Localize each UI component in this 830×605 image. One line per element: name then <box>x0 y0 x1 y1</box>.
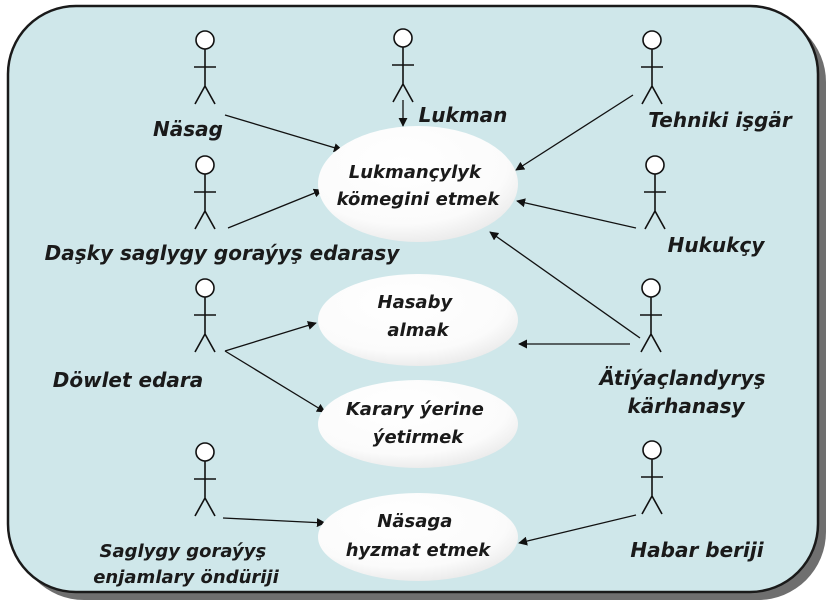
stick-figure-icon <box>392 28 414 103</box>
stick-figure-icon <box>194 442 216 517</box>
stick-figure-icon <box>641 30 663 105</box>
assoc-dasky-lukmancylyk <box>227 188 323 229</box>
use-case-ellipse <box>318 493 518 581</box>
actor-label: Tehniki işgär <box>648 108 793 132</box>
svg-text:Ätiýaçlandyryş kärhana: Ätiýaçlandyryş kärhanasy <box>598 366 773 418</box>
actor-habar: Habar beriji <box>630 440 765 562</box>
svg-text:Karary ýerine ýetirmek: Karary ýerine ýetirmek <box>346 399 490 448</box>
stick-figure-icon <box>644 155 666 230</box>
svg-text:Näsaga hyzmat etmek: Näsaga hyzmat etmek <box>346 511 492 561</box>
assoc-habar-nasaga <box>518 514 637 546</box>
actor-dowlet: Döwlet edara <box>53 278 216 392</box>
assoc-atiyac-lukmancylyk <box>489 231 641 339</box>
use-case-nasaga: Näsaga hyzmat etmek <box>318 493 518 581</box>
use-case-label: ýetirmek <box>373 427 465 448</box>
actor-atiyac: Ätiýaçlandyryş kärhanasy <box>598 278 773 418</box>
stick-figure-icon <box>640 278 662 353</box>
svg-text:Saglygy goraýyş enjaml: Saglygy goraýyş enjamlary öndüriji <box>93 541 279 588</box>
svg-text:Hasaby almak: Hasaby almak <box>378 292 459 341</box>
assoc-tehniki-lukmancylyk <box>515 94 634 171</box>
use-case-lukmancylyk: Lukmançylyk kömegini etmek <box>318 126 518 242</box>
use-case-ellipse <box>318 380 518 468</box>
stick-figure-icon <box>194 155 216 230</box>
actor-tehniki: Tehniki işgär <box>641 30 793 132</box>
actor-lukman: Lukman <box>392 28 508 127</box>
assoc-saglygy-nasaga <box>222 517 326 528</box>
actor-label: Hukukçy <box>668 233 766 257</box>
use-case-ellipse <box>318 126 518 242</box>
use-case-label: Karary ýerine <box>346 399 484 420</box>
svg-text:Lukmançylyk kömegini e: Lukmançylyk kömegini etmek <box>337 162 501 210</box>
stick-figure-icon <box>194 30 216 105</box>
actor-label: Habar beriji <box>630 538 764 562</box>
stick-figure-icon <box>194 278 216 353</box>
actor-label: Näsag <box>153 117 223 141</box>
assoc-dowlet-karary <box>224 350 326 413</box>
actor-label: enjamlary öndüriji <box>93 567 279 588</box>
stick-figure-icon <box>641 440 663 515</box>
actor-label: Lukman <box>419 103 508 127</box>
actor-label: kärhanasy <box>627 394 745 418</box>
assoc-hukukcy-lukmancylyk <box>516 198 637 229</box>
actor-label: Ätiýaçlandyryş <box>598 366 766 390</box>
associations <box>222 94 641 546</box>
use-case-label: almak <box>387 320 449 341</box>
use-case-label: Lukmançylyk <box>349 162 482 183</box>
use-case-label: Hasaby <box>378 292 454 313</box>
actor-hukukcy: Hukukçy <box>644 155 766 257</box>
actor-saglygy: Saglygy goraýyş enjamlary öndüriji <box>93 442 280 588</box>
use-case-karary: Karary ýerine ýetirmek <box>318 380 518 468</box>
use-case-label: kömegini etmek <box>337 189 501 210</box>
actor-dasky: Daşky saglygy goraýyş edarasy <box>45 155 401 265</box>
assoc-dowlet-hasaby <box>224 321 317 352</box>
use-case-ellipse <box>318 274 518 366</box>
use-case-label: Näsaga <box>377 511 452 532</box>
actor-nasag: Näsag <box>153 30 223 141</box>
actor-label: Daşky saglygy goraýyş edarasy <box>45 241 401 265</box>
use-case-hasaby: Hasaby almak <box>318 274 518 366</box>
assoc-nasag-lukmancylyk <box>224 114 343 152</box>
actor-label: Saglygy goraýyş <box>100 541 267 562</box>
use-case-label: hyzmat etmek <box>346 540 492 561</box>
actor-label: Döwlet edara <box>53 368 204 392</box>
